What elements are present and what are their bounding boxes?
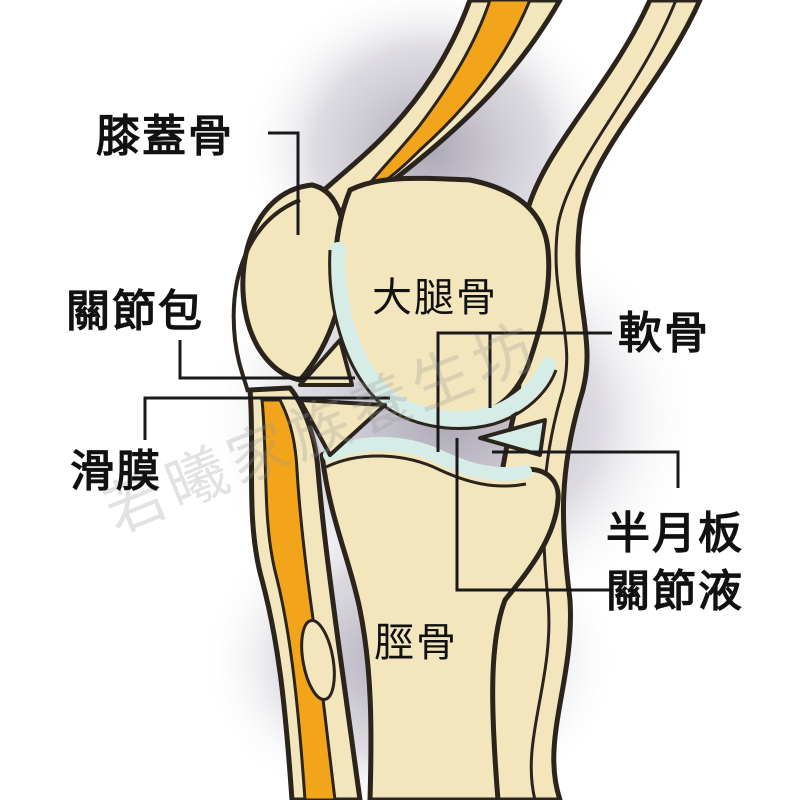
label-cartilage: 軟骨 <box>618 312 710 356</box>
label-meniscus: 半月板 <box>606 512 744 556</box>
label-joint-capsule: 關節包 <box>66 290 204 334</box>
label-tibia: 脛骨 <box>374 623 458 663</box>
label-synovial-fluid: 關節液 <box>606 570 744 614</box>
label-synovium: 滑膜 <box>70 450 162 494</box>
label-patella: 膝蓋骨 <box>96 115 234 159</box>
label-femur: 大腿骨 <box>372 278 498 318</box>
